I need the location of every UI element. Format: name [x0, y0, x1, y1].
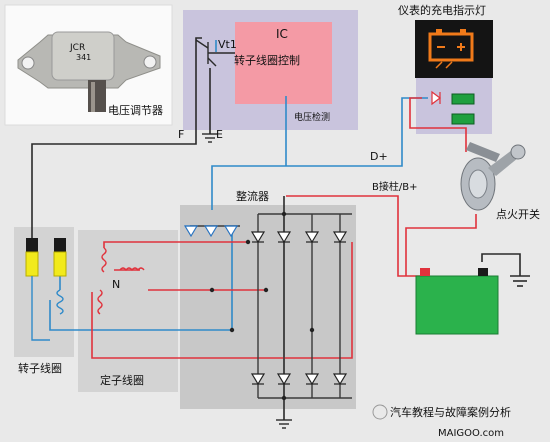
neutral-label: N [112, 278, 120, 291]
stator-coil-label: 定子线圈 [100, 373, 144, 387]
rotor-control-label: 转子线圈控制 [234, 53, 300, 67]
rectifier-diodes [250, 231, 348, 386]
wire-b-plus [286, 195, 424, 277]
wire-battery-neg [481, 253, 521, 276]
lamp-connectors [451, 93, 475, 125]
d-plus-label: D+ [370, 150, 388, 163]
ignition-switch-icon [460, 142, 526, 211]
ground-e-icon [202, 133, 218, 143]
vt1-label: Vt1 [218, 38, 237, 51]
chip-model-label: 341 [76, 53, 91, 62]
lamp-panel-bg [416, 78, 492, 134]
charge-lamp-label: 仪表的充电指示灯 [398, 3, 486, 17]
wire-stator-3 [91, 242, 353, 359]
wire-switch-to-battery [405, 214, 477, 276]
ground-rectifier-icon [276, 419, 292, 429]
ignition-switch-label: 点火开关 [496, 207, 540, 221]
exciter-diodes [183, 225, 239, 238]
wire-f [31, 37, 202, 238]
junction-dots [209, 211, 315, 401]
rectifier-panel [180, 205, 356, 409]
stator-panel [78, 230, 178, 392]
watermark-site: MAIGOO.com [438, 428, 504, 439]
stator-coils [97, 247, 145, 315]
wire-lamp-to-switch [409, 97, 467, 152]
e-terminal-label: E [216, 128, 223, 141]
chip-brand-label: JCR [69, 43, 85, 53]
rotor-brushes [25, 238, 67, 341]
wire-stator-1 [103, 241, 248, 248]
transistor-vt1 [195, 39, 235, 67]
battery-icon [415, 268, 499, 335]
voltage-detect-label: 电压检测 [294, 111, 330, 123]
rectifier-label: 整流器 [236, 189, 269, 203]
ic-block [235, 22, 332, 104]
regulator-label: 电压调节器 [108, 104, 163, 117]
f-terminal-label: F [178, 128, 184, 141]
watermark-brand: 汽车教程与故障案例分析 [390, 405, 511, 419]
charge-lamp-icon [415, 20, 493, 78]
b-terminal-label: B接柱/B+ [372, 180, 417, 193]
watermark: 汽车教程与故障案例分析 MAIGOO.com [372, 404, 511, 439]
ground-battery-icon [510, 275, 530, 287]
rotor-coil-label: 转子线圈 [18, 361, 62, 375]
regulator-photo [4, 4, 173, 126]
ic-label: IC [276, 27, 288, 41]
lamp-led-icon [431, 90, 441, 106]
